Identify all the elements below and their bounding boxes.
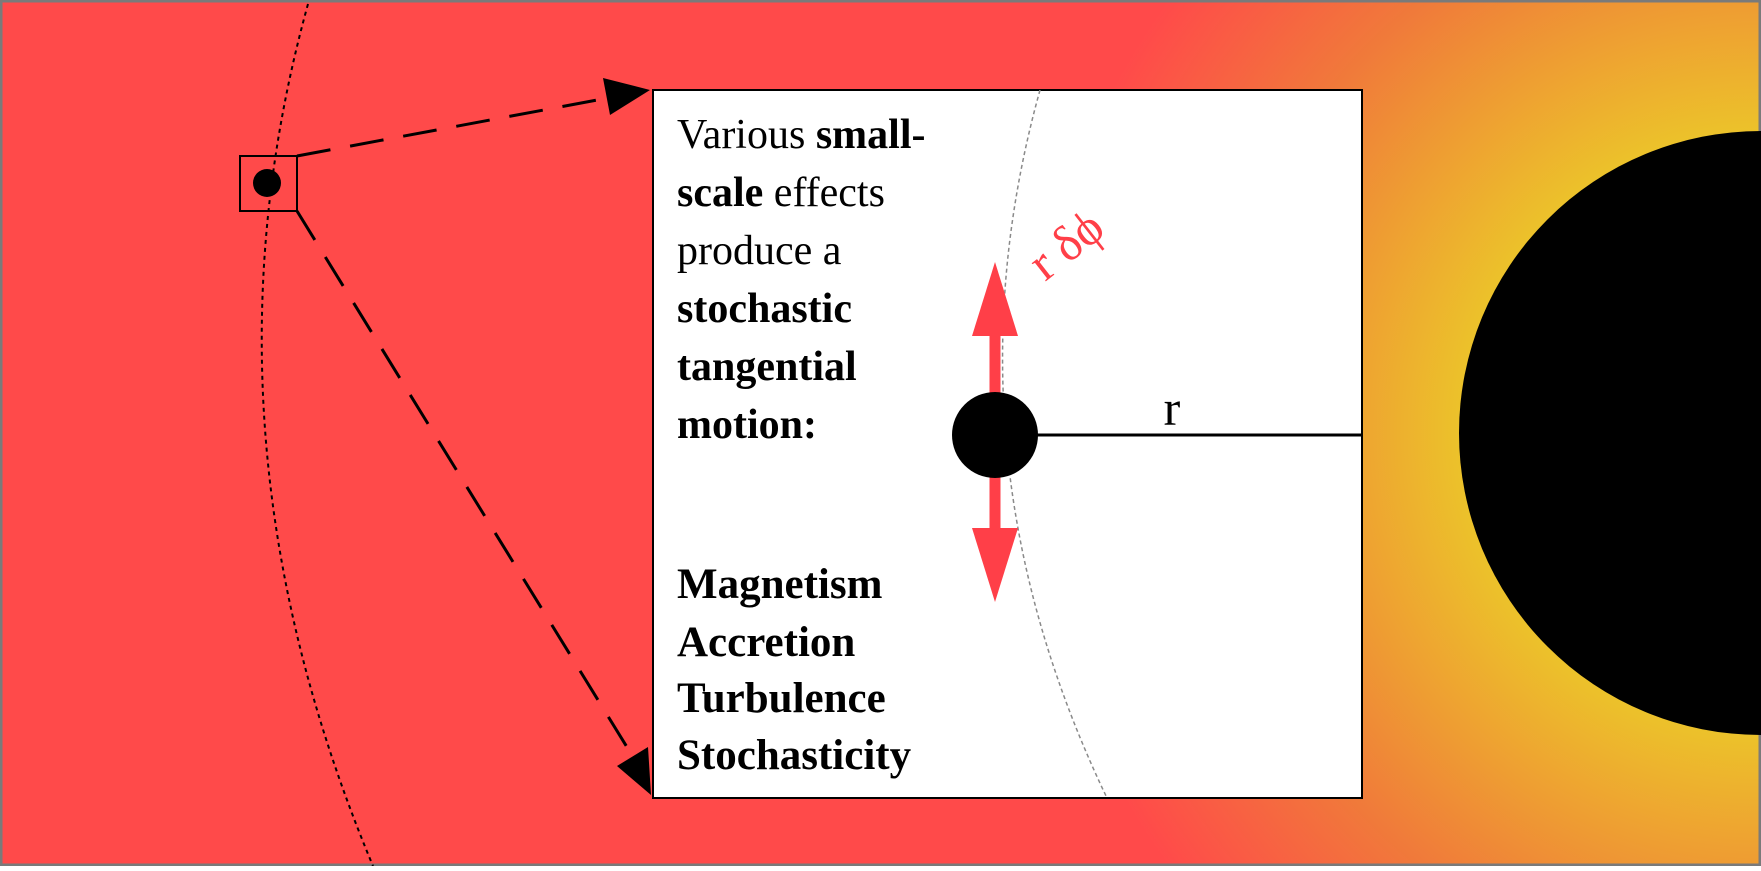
effect-turbulence: Turbulence — [677, 675, 886, 722]
desc-line3: produce a — [677, 228, 842, 274]
tangential-arrow-up-head — [972, 262, 1018, 336]
desc-line5: tangential — [677, 344, 857, 390]
desc-line2-regular: effects — [763, 170, 885, 216]
desc-line1-regular: Various — [677, 112, 816, 158]
effect-stochasticity: Stochasticity — [677, 732, 912, 779]
effect-magnetism: Magnetism — [677, 561, 883, 608]
tangential-arrow-down-head — [972, 528, 1018, 602]
desc-line4: stochastic — [677, 286, 852, 332]
zoom-square — [239, 155, 298, 212]
particle-zoomed — [952, 392, 1038, 478]
particle-small — [253, 169, 281, 197]
arrowhead-top — [603, 78, 650, 115]
desc-line6: motion: — [677, 402, 817, 448]
desc-line1-bold: small- — [816, 112, 926, 158]
arrowhead-bottom — [617, 747, 651, 795]
svg-text:scale effects: scale effects — [677, 170, 885, 216]
desc-line2-bold: scale — [677, 170, 763, 216]
orbit-arc — [260, 3, 374, 867]
radius-label: r — [1164, 380, 1181, 436]
effects-list: Magnetism Accretion Turbulence Stochasti… — [677, 561, 912, 779]
description-text: Various small- scale effects produce a s… — [677, 112, 925, 448]
effect-accretion: Accretion — [677, 619, 855, 666]
central-body — [1459, 131, 1761, 735]
svg-text:Various small-: Various small- — [677, 112, 925, 158]
